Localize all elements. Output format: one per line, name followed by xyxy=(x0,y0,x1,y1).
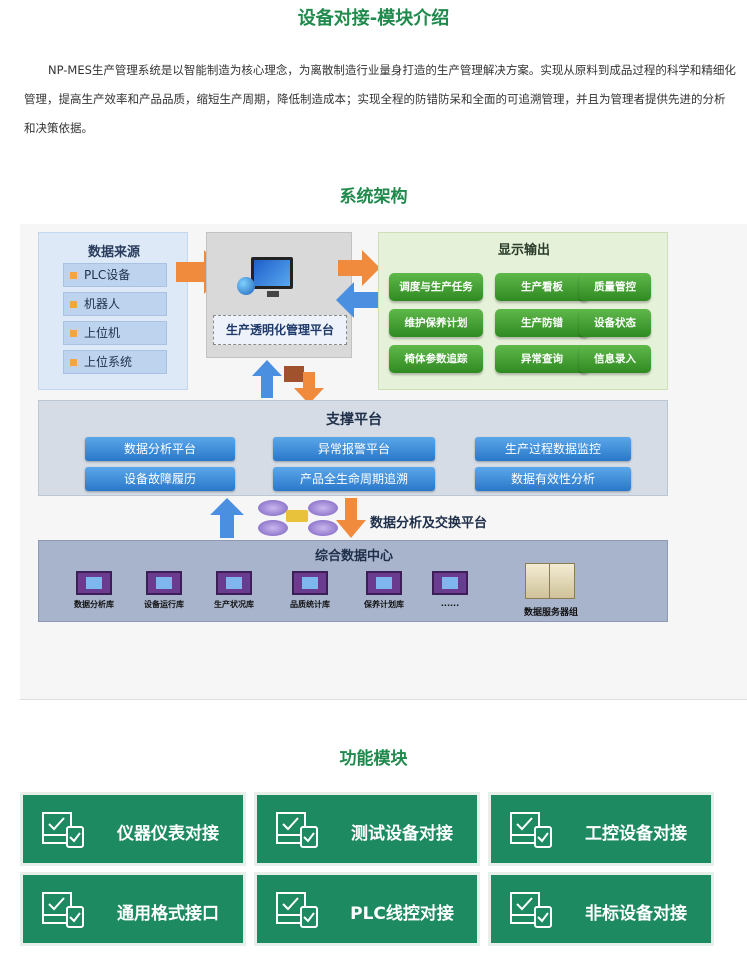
output-button[interactable]: 生产看板 xyxy=(495,273,589,301)
database-icon xyxy=(292,571,328,595)
database-label: 设备运行库 xyxy=(144,600,184,609)
module-label: 工控设备对接 xyxy=(585,824,687,844)
module-card[interactable]: 测试设备对接 xyxy=(254,792,480,866)
output-button[interactable]: 质量管控 xyxy=(579,273,651,301)
device-check-icon xyxy=(42,812,84,848)
router-icon xyxy=(308,520,338,536)
arrow-down-icon xyxy=(294,372,324,404)
architecture-title: 系统架构 xyxy=(339,187,408,207)
router-icon xyxy=(308,500,338,516)
support-button[interactable]: 数据有效性分析 xyxy=(475,467,631,491)
database-label: 保养计划库 xyxy=(364,600,404,609)
database-item: ...... xyxy=(415,571,485,608)
data-source-label: PLC设备 xyxy=(84,268,131,282)
modules-title: 功能模块 xyxy=(339,749,408,769)
output-button[interactable]: 信息录入 xyxy=(579,345,651,373)
database-item: 品质统计库 xyxy=(275,571,345,610)
device-check-icon xyxy=(42,892,84,928)
support-button[interactable]: 设备故障履历 xyxy=(85,467,235,491)
switch-icon xyxy=(286,510,308,522)
module-card[interactable]: PLC线控对接 xyxy=(254,872,480,946)
intro-paragraph: NP-MES生产管理系统是以智能制造为核心理念，为离散制造行业量身打造的生产管理… xyxy=(24,63,736,135)
data-source-item: PLC设备 xyxy=(63,263,167,287)
server-icon xyxy=(519,561,589,601)
output-button[interactable]: 调度与生产任务 xyxy=(389,273,483,301)
database-icon xyxy=(366,571,402,595)
database-icon xyxy=(216,571,252,595)
output-button[interactable]: 生产防错 xyxy=(495,309,589,337)
module-label: 仪器仪表对接 xyxy=(117,824,219,844)
monitor-stand xyxy=(267,291,279,297)
servers-label: 数据服务器组 xyxy=(523,608,578,618)
monitor-icon xyxy=(251,257,293,289)
database-icon xyxy=(76,571,112,595)
data-source-label: 上位系统 xyxy=(84,355,133,369)
module-label: 测试设备对接 xyxy=(351,824,453,844)
support-button[interactable]: 数据分析平台 xyxy=(85,437,235,461)
data-center: 综合数据中心 数据分析库 设备运行库 生产状况库 品质统计库 保养计划库 ...… xyxy=(38,540,668,622)
arrow-up-icon xyxy=(252,360,282,398)
router-icon xyxy=(258,500,288,516)
architecture-diagram: 数据来源 PLC设备 机器人 上位机 上位系统 生产透明化管理平台 显示输出 调… xyxy=(20,224,747,699)
device-check-icon xyxy=(276,812,318,848)
database-item: 生产状况库 xyxy=(199,571,269,610)
database-label: 数据分析库 xyxy=(74,600,114,609)
arrow-right-icon xyxy=(338,250,380,286)
bullet-icon xyxy=(70,359,77,366)
module-label: PLC线控对接 xyxy=(350,904,454,924)
router-group xyxy=(250,498,350,538)
output-button[interactable]: 椅体参数追踪 xyxy=(389,345,483,373)
data-source-item: 上位系统 xyxy=(63,350,167,374)
database-item: 数据分析库 xyxy=(59,571,129,610)
data-source-label: 上位机 xyxy=(84,326,121,340)
output-button[interactable]: 异常查询 xyxy=(495,345,589,373)
database-item: 保养计划库 xyxy=(349,571,419,610)
module-label: 通用格式接口 xyxy=(117,904,219,924)
database-item: 设备运行库 xyxy=(129,571,199,610)
support-button[interactable]: 产品全生命周期追溯 xyxy=(273,467,435,491)
globe-icon xyxy=(237,277,255,295)
output-title: 显示输出 xyxy=(497,243,550,258)
module-card[interactable]: 工控设备对接 xyxy=(488,792,714,866)
router-icon xyxy=(258,520,288,536)
data-source-title: 数据来源 xyxy=(87,245,140,260)
exchange-label: 数据分析及交换平台 xyxy=(370,516,488,531)
arrow-down-icon xyxy=(336,498,366,538)
platform-label: 生产透明化管理平台 xyxy=(213,315,347,345)
page-title: 设备对接-模块介绍 xyxy=(297,8,450,29)
device-check-icon xyxy=(510,892,552,928)
data-source-item: 机器人 xyxy=(63,292,167,316)
support-platform: 支撑平台 数据分析平台 异常报警平台 生产过程数据监控 设备故障履历 产品全生命… xyxy=(38,400,668,496)
support-title: 支撑平台 xyxy=(326,412,382,428)
module-card[interactable]: 非标设备对接 xyxy=(488,872,714,946)
output-button[interactable]: 维护保养计划 xyxy=(389,309,483,337)
arrow-up-icon xyxy=(210,498,244,538)
module-label: 非标设备对接 xyxy=(585,904,687,924)
database-label: 品质统计库 xyxy=(290,600,330,609)
data-center-title: 综合数据中心 xyxy=(314,549,393,564)
platform-box: 生产透明化管理平台 xyxy=(206,232,352,358)
bullet-icon xyxy=(70,330,77,337)
divider xyxy=(20,699,747,700)
data-source-label: 机器人 xyxy=(84,297,121,311)
database-icon xyxy=(146,571,182,595)
module-card[interactable]: 通用格式接口 xyxy=(20,872,246,946)
device-check-icon xyxy=(510,812,552,848)
data-source-panel: 数据来源 PLC设备 机器人 上位机 上位系统 xyxy=(38,232,188,390)
database-label: ...... xyxy=(440,599,460,608)
module-card[interactable]: 仪器仪表对接 xyxy=(20,792,246,866)
device-check-icon xyxy=(276,892,318,928)
database-label: 生产状况库 xyxy=(214,600,254,609)
database-icon xyxy=(432,571,468,595)
output-button[interactable]: 设备状态 xyxy=(579,309,651,337)
support-button[interactable]: 生产过程数据监控 xyxy=(475,437,631,461)
data-source-item: 上位机 xyxy=(63,321,167,345)
arrow-left-icon xyxy=(336,282,378,318)
bullet-icon xyxy=(70,272,77,279)
bullet-icon xyxy=(70,301,77,308)
support-button[interactable]: 异常报警平台 xyxy=(273,437,435,461)
brick-icon xyxy=(284,366,304,382)
output-panel: 显示输出 调度与生产任务 生产看板 质量管控 维护保养计划 生产防错 设备状态 … xyxy=(378,232,668,390)
